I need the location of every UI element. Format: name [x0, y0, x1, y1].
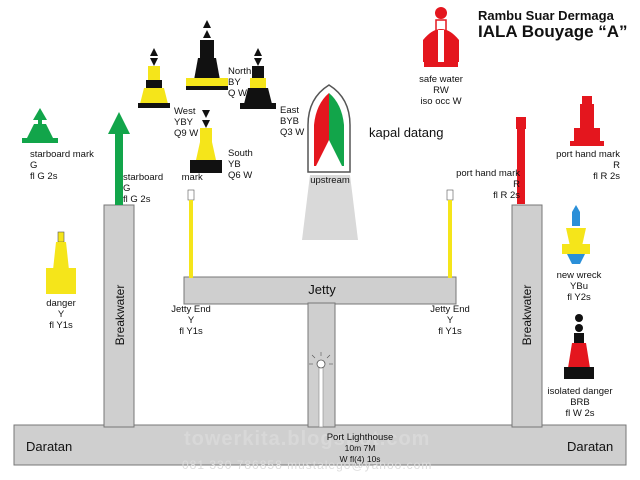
jetty-end-right-label: Jetty End Y fl Y1s	[420, 304, 480, 337]
safe-water-code: RW	[433, 85, 449, 96]
east-buoy-label: East BYB Q3 W	[280, 105, 304, 138]
north-light: Q W	[228, 88, 247, 99]
lighthouse-name: Port Lighthouse	[326, 432, 394, 443]
new-wreck-buoy-label: new wreck YBu fl Y2s	[552, 270, 606, 303]
danger-buoy-label: danger Y fl Y1s	[38, 298, 84, 331]
east-code: BYB	[280, 116, 300, 127]
kapal-datang-label: kapal datang	[369, 125, 444, 140]
port-hand-code: R	[613, 160, 620, 171]
watermark-contact: 081 330 786858 mustalego@yahoo.com	[182, 458, 433, 472]
safe-water-light: iso occ W	[420, 96, 462, 107]
safe-water-buoy-icon	[423, 7, 459, 67]
danger-light: fl Y1s	[49, 320, 73, 331]
south-name: South	[228, 148, 253, 159]
south-buoy-label: South YB Q6 W	[228, 148, 253, 181]
danger-code: Y	[57, 309, 65, 320]
starboard-beacon-name: starboard	[123, 172, 164, 183]
jetty-end-right-beacon-icon	[446, 189, 454, 278]
danger-buoy-icon	[46, 231, 76, 294]
jetty-label: Jetty	[308, 282, 336, 297]
safe-water-buoy-label: safe water RW iso occ W	[411, 74, 471, 107]
port-hand-buoy-icon	[570, 96, 604, 146]
structures	[13, 204, 627, 466]
east-light: Q3 W	[280, 127, 305, 138]
jetty-bar	[183, 276, 457, 305]
upstream-channel	[302, 175, 358, 240]
daratan-land	[13, 424, 627, 466]
jetty-end-right-code: Y	[446, 315, 454, 326]
breakwater-right-label: Breakwater	[520, 284, 534, 346]
daratan-left-label: Daratan	[26, 439, 73, 454]
jetty-end-left-code: Y	[187, 315, 195, 326]
upstream-label: upstream	[310, 175, 350, 186]
west-code: YBY	[174, 117, 194, 128]
starboard-buoy-label: starboard mark G fl G 2s	[30, 149, 94, 182]
jetty-end-left-label: Jetty End Y fl Y1s	[161, 304, 221, 337]
new-wreck-code: YBu	[570, 281, 588, 292]
port-hand-buoy-label: port hand mark R fl R 2s	[548, 149, 620, 182]
new-wreck-buoy-icon	[562, 205, 590, 264]
title-line2: IALA Bouyage “A”	[478, 22, 628, 41]
starboard-beacon-name2: mark	[181, 172, 203, 183]
lighthouse-label: Port Lighthouse 10m 7M W fl(4) 10s	[320, 432, 400, 465]
south-light: Q6 W	[228, 170, 253, 181]
daratan-right-label: Daratan	[567, 439, 614, 454]
jetty-end-right-light: fl Y1s	[438, 326, 462, 337]
west-name: West	[174, 106, 196, 117]
starboard-beacon-light: fl G 2s	[123, 194, 151, 205]
isolated-danger-code: BRB	[570, 397, 590, 408]
isolated-danger-light: fl W 2s	[565, 408, 595, 419]
starboard-beacon-code: G	[123, 183, 131, 194]
lighthouse-range: 10m 7M	[344, 443, 376, 453]
starboard-buoy-icon	[22, 108, 58, 143]
west-buoy-label: West YBY Q9 W	[174, 106, 198, 139]
port-beacon-code: R	[513, 179, 520, 190]
east-name: East	[280, 105, 300, 116]
starboard-light: fl G 2s	[30, 171, 58, 182]
breakwater-right	[511, 204, 543, 428]
port-hand-name: port hand mark	[556, 149, 620, 160]
port-hand-light: fl R 2s	[593, 171, 620, 182]
north-name: North	[228, 66, 252, 77]
isolated-danger-buoy-icon	[564, 314, 594, 379]
danger-name: danger	[46, 298, 76, 309]
new-wreck-light: fl Y2s	[567, 292, 591, 303]
isolated-danger-name: isolated danger	[547, 386, 613, 397]
jetty-end-left-beacon-icon	[187, 189, 195, 278]
port-beacon-light: fl R 2s	[493, 190, 520, 201]
west-light: Q9 W	[174, 128, 199, 139]
starboard-beacon-label: starboard mark G fl G 2s	[123, 172, 203, 205]
jetty-end-right-name: Jetty End	[430, 304, 470, 315]
port-beacon-label: port hand mark R fl R 2s	[448, 168, 520, 201]
north-buoy-label: North BY Q W	[228, 66, 251, 99]
ship-icon	[307, 84, 351, 173]
starboard-code: G	[30, 160, 38, 171]
east-cardinal-buoy-icon	[240, 48, 276, 109]
jetty-end-left-light: fl Y1s	[179, 326, 203, 337]
jetty-end-left-name: Jetty End	[171, 304, 211, 315]
south-cardinal-buoy-icon	[190, 110, 222, 173]
lighthouse-icon	[309, 352, 333, 428]
safe-water-name: safe water	[419, 74, 463, 85]
south-code: YB	[228, 159, 241, 170]
port-beacon-icon	[516, 117, 526, 204]
title-line1: Rambu Suar Dermaga	[478, 8, 614, 23]
north-code: BY	[228, 77, 241, 88]
port-beacon-name: port hand mark	[456, 168, 520, 179]
breakwater-left-label: Breakwater	[113, 284, 127, 346]
watermark-site: towerkita.blogspot.com	[184, 428, 431, 450]
west-cardinal-buoy-icon	[138, 48, 170, 108]
north-cardinal-buoy-icon	[186, 20, 228, 90]
starboard-name: starboard mark	[30, 149, 94, 160]
breakwater-left	[103, 204, 135, 428]
new-wreck-name: new wreck	[556, 270, 602, 281]
isolated-danger-buoy-label: isolated danger BRB fl W 2s	[546, 386, 614, 419]
starboard-beacon-icon	[108, 112, 130, 205]
lighthouse-light: W fl(4) 10s	[339, 454, 381, 464]
